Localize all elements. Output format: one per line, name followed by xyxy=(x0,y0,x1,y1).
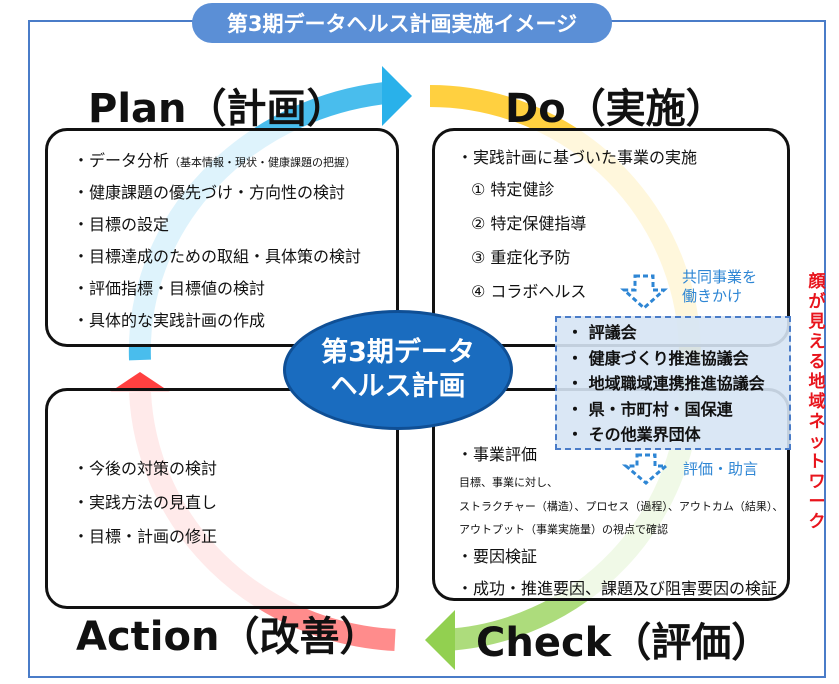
do-item: ② 特定保健指導 xyxy=(471,214,587,233)
check-item: ・成功・推進要因、課題及び阻害要因の検証 xyxy=(457,579,778,598)
joint-line-2: 働きかけ xyxy=(682,287,743,305)
check-arrow-head xyxy=(425,610,455,670)
network-vertical-label: 顔が見える地域ネットワーク xyxy=(808,272,826,532)
evaluation-advice-label: 評価・助言 xyxy=(683,460,759,478)
action-box: ・今後の対策の検討 ・実践方法の見直し ・目標・計画の修正 xyxy=(45,388,399,609)
plan-label: Plan（計画） xyxy=(88,86,347,132)
plan-item-note: （基本情報・現状・健康課題の把握） xyxy=(169,156,357,169)
do-label: Do（実施） xyxy=(505,86,726,132)
do-item: ③ 重症化予防 xyxy=(471,248,571,267)
center-plan-ellipse: 第3期データ ヘルス計画 xyxy=(283,310,513,430)
network-item: ・ 評議会 xyxy=(567,323,637,342)
dashed-down-arrow-icon xyxy=(622,453,670,485)
network-item: ・ その他業界団体 xyxy=(567,425,701,444)
do-item: ④ コラボヘルス xyxy=(471,282,587,301)
do-heading: ・実践計画に基づいた事業の実施 xyxy=(457,148,698,167)
do-item: ① 特定健診 xyxy=(471,180,555,199)
network-box: ・ 評議会 ・ 健康づくり推進協議会 ・ 地域職域連携推進協議会 ・ 県・市町村… xyxy=(555,316,791,450)
plan-item: 具体的な実践計画の作成 xyxy=(89,311,266,330)
plan-item: 目標の設定 xyxy=(89,215,170,234)
plan-item: ・データ分析 xyxy=(73,151,170,170)
check-line: アウトプット（事業実施量）の視点で確認 xyxy=(459,523,668,536)
check-label: Check（評価） xyxy=(476,620,772,666)
network-item: ・ 健康づくり推進協議会 xyxy=(567,348,749,368)
plan-item: 評価指標・目標値の検討 xyxy=(89,279,266,298)
action-item: ・目標・計画の修正 xyxy=(73,527,218,546)
page-title: 第3期データヘルス計画実施イメージ xyxy=(192,3,612,43)
action-item: ・今後の対策の検討 xyxy=(73,459,218,478)
action-arrow-head xyxy=(110,372,170,392)
action-item: ・実践方法の見直し xyxy=(73,493,218,512)
joint-line-1: 共同事業を xyxy=(682,268,758,286)
center-line-1: 第3期データ xyxy=(321,337,475,368)
check-heading: ・事業評価 xyxy=(457,445,538,464)
dashed-down-arrow-icon xyxy=(620,274,668,311)
center-line-2: ヘルス計画 xyxy=(330,371,466,402)
check-line: ストラクチャー（構造）、プロセス（過程）、アウトカム（結果）、 xyxy=(459,500,784,513)
network-item: ・ 県・市町村・国保連 xyxy=(567,399,733,419)
joint-project-label: 共同事業を働きかけ xyxy=(682,268,757,306)
plan-item: 目標達成のための取組・具体策の検討 xyxy=(89,247,362,266)
plan-item: 健康課題の優先づけ・方向性の検討 xyxy=(89,183,346,202)
do-box: ・実践計画に基づいた事業の実施 ① 特定健診 ② 特定保健指導 ③ 重症化予防 … xyxy=(432,128,790,347)
check-heading-2: ・要因検証 xyxy=(457,547,538,566)
network-item: ・ 地域職域連携推進協議会 xyxy=(567,374,765,393)
action-label: Action（改善） xyxy=(76,614,380,660)
plan-box: ・データ分析（基本情報・現状・健康課題の把握） ・健康課題の優先づけ・方向性の検… xyxy=(45,128,399,347)
check-line: 目標、事業に対し、 xyxy=(459,476,558,489)
plan-arrow-head xyxy=(382,66,412,126)
